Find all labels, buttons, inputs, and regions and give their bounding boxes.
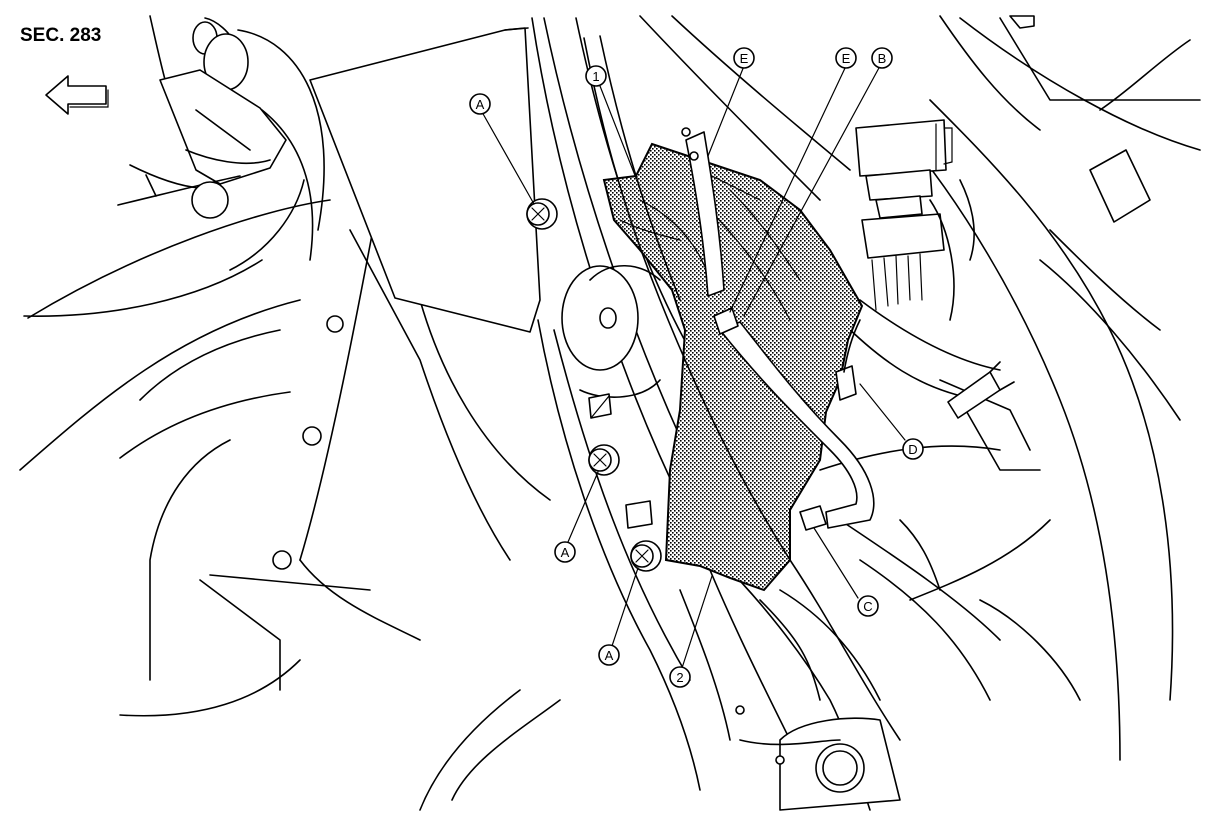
bolt-a-lower xyxy=(630,540,662,572)
body-structure-lines xyxy=(19,15,1201,811)
harness-tube xyxy=(681,127,875,531)
svg-text:A: A xyxy=(476,97,485,112)
callout-c: C xyxy=(857,595,879,617)
leader-lines xyxy=(481,65,906,669)
svg-text:A: A xyxy=(605,648,614,663)
panel-edge-line xyxy=(583,37,901,741)
svg-text:B: B xyxy=(878,51,887,66)
svg-text:2: 2 xyxy=(676,670,683,685)
svg-text:D: D xyxy=(908,442,917,457)
callout-e-left: E xyxy=(733,47,755,69)
bolt-a-middle xyxy=(588,444,620,476)
callout-item1: 1 xyxy=(585,65,607,87)
callout-a-lower: A xyxy=(598,644,620,666)
harness-connector xyxy=(835,119,975,401)
section-label: SEC. 283 xyxy=(20,25,101,46)
svg-text:C: C xyxy=(863,599,872,614)
callout-d: D xyxy=(902,438,924,460)
front-direction-arrow-icon xyxy=(45,75,109,115)
callout-a-middle: A xyxy=(554,541,576,563)
callout-e-right: E xyxy=(835,47,857,69)
svg-text:E: E xyxy=(740,51,749,66)
module-assembly xyxy=(602,142,864,592)
svg-text:A: A xyxy=(561,545,570,560)
svg-text:1: 1 xyxy=(592,69,599,84)
bolt-a-upper xyxy=(526,198,558,230)
callout-b: B xyxy=(871,47,893,69)
callout-item2: 2 xyxy=(669,666,691,688)
panel-edge-line-2 xyxy=(599,35,681,301)
callout-a-upper: A xyxy=(469,93,491,115)
svg-text:E: E xyxy=(842,51,851,66)
